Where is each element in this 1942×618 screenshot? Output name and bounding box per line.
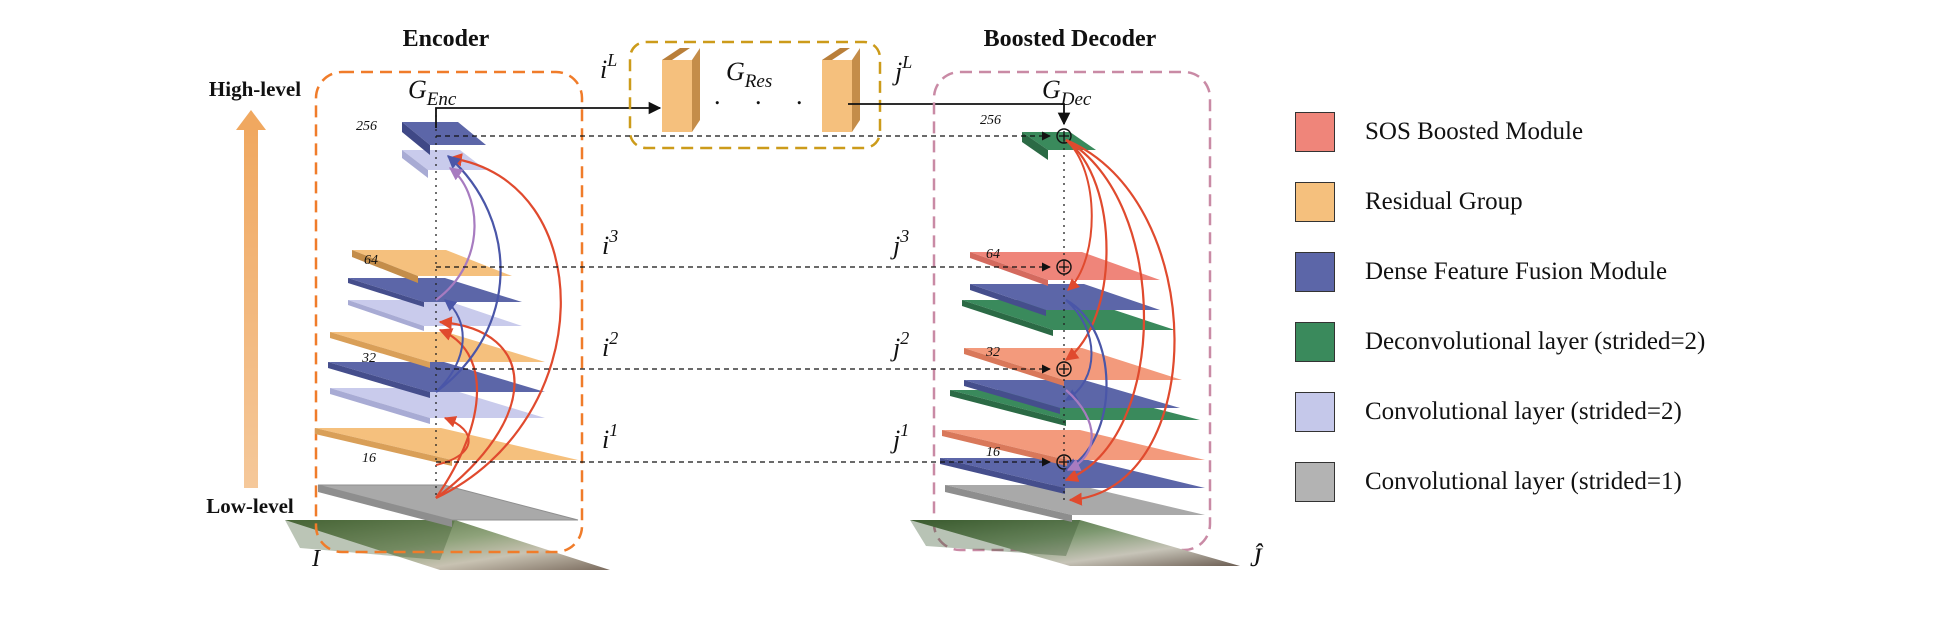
legend-item-deconv: Deconvolutional layer (strided=2) [1295,322,1815,366]
enc-conv-s2-layer-1 [330,388,545,424]
dec-red-arrow-4 [1065,139,1093,291]
high-level-label: High-level [209,77,301,101]
dec-sos-32 [964,348,1182,386]
res-block-left [662,48,700,132]
dec-sos-16 [942,430,1205,466]
g-res-label: GRes [726,57,772,92]
i3-label: i3 [602,226,618,260]
legend-item-sos: SOS Boosted Module [1295,112,1815,156]
i2-label: i2 [602,328,618,362]
legend-swatch-conv-s1 [1295,462,1335,502]
enc-channel-64: 64 [364,253,378,268]
legend-swatch-dense [1295,252,1335,292]
enc-blue-arrow-2 [435,299,464,393]
dec-sum-256 [1056,128,1072,144]
input-image-label: I [311,546,321,572]
enc-channel-16: 16 [362,451,376,466]
j-L-label: jL [892,52,912,86]
dec-red-arrow-3 [1065,138,1176,506]
dec-purple-arrow [1065,389,1093,471]
legend-label-residual: Residual Group [1365,188,1523,215]
legend-item-conv-s2: Convolutional layer (strided=2) [1295,392,1815,436]
g-enc-label: GEnc [408,75,457,110]
enc-dense-fusion-1 [328,362,545,398]
j1-label: j1 [890,420,909,454]
legend-swatch-residual [1295,182,1335,222]
i1-label: i1 [602,420,618,454]
dec-deconv-2 [962,300,1175,336]
enc-conv-s2-layer-top [402,150,486,178]
dec-sum-32 [1056,361,1072,377]
low-level-label: Low-level [206,494,294,518]
legend-swatch-deconv [1295,322,1335,362]
output-image-label: Ĵ [1250,543,1264,572]
enc-channel-256: 256 [356,119,377,134]
dec-channel-32: 32 [985,345,1000,360]
dec-red-arrow-2 [1064,139,1146,482]
encoder-heading: Encoder [403,26,490,52]
enc-residual-64 [352,250,512,283]
dec-channel-16: 16 [986,445,1000,460]
enc-conv-s2-layer-2 [348,300,522,331]
legend-label-conv-s1: Convolutional layer (strided=1) [1365,468,1682,495]
level-up-arrow [236,110,266,488]
j3-label: j3 [890,226,909,260]
res-dots: . . . [714,81,817,110]
enc-dense-fusion-2 [348,278,522,307]
output-image [910,520,1240,566]
legend-swatch-conv-s2 [1295,392,1335,432]
j2-label: j2 [890,328,909,362]
dec-sum-64 [1056,259,1072,275]
legend-swatch-sos [1295,112,1335,152]
enc-red-arrow-4 [435,416,470,466]
dec-channel-256: 256 [980,113,1001,128]
dec-channel-64: 64 [986,247,1000,262]
enc-red-arrow-1 [435,328,479,499]
dec-dense-fusion-3 [970,284,1160,316]
encoder-box [314,70,584,554]
enc-red-arrow-3 [435,153,562,499]
dec-sos-64 [970,252,1160,286]
dec-red-arrow-1 [1064,139,1108,361]
legend-label-conv-s2: Convolutional layer (strided=2) [1365,398,1682,425]
dec-blue-arrow-1 [1064,299,1108,471]
legend-label-dense: Dense Feature Fusion Module [1365,258,1668,285]
legend-label-sos: SOS Boosted Module [1365,118,1584,145]
i-L-label: iL [600,50,617,84]
enc-dense-fusion-256 [402,122,486,155]
enc-residual-32 [330,332,545,368]
legend-item-conv-s1: Convolutional layer (strided=1) [1295,462,1815,506]
res-block-right [822,48,860,132]
enc-blue-arrow-1 [435,155,502,393]
enc-purple-arrow [435,167,476,301]
enc-to-res-arrow [435,101,662,128]
enc-residual-16 [315,428,578,466]
enc-red-arrow-2 [435,316,516,499]
g-dec-label: GDec [1042,75,1092,110]
dec-blue-arrow-2 [1064,299,1093,401]
legend-item-residual: Residual Group [1295,182,1815,226]
legend-label-deconv: Deconvolutional layer (strided=2) [1365,328,1706,355]
enc-channel-32: 32 [361,351,376,366]
input-image [285,520,610,570]
dec-sum-16 [1056,454,1072,470]
legend-item-dense: Dense Feature Fusion Module [1295,252,1815,296]
dec-conv-s1-layer [945,485,1205,522]
decoder-heading: Boosted Decoder [984,26,1157,52]
enc-conv-s1-layer [317,484,579,527]
res-to-dec-arrow [848,103,1071,126]
